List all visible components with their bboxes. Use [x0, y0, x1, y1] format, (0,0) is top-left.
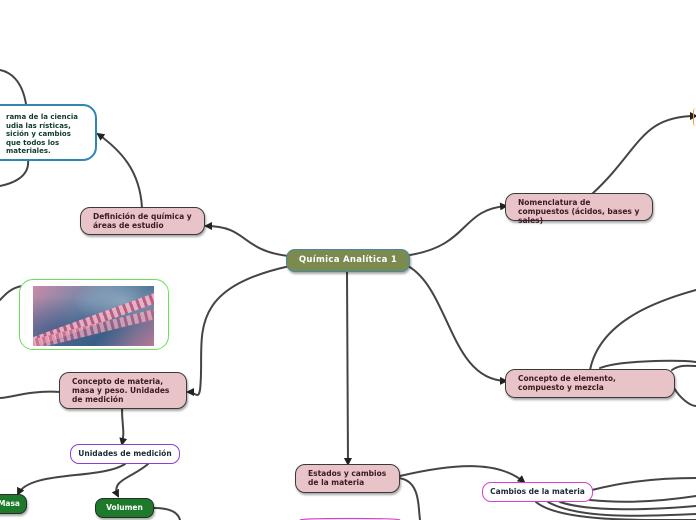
- topic-concepto-elemento-label: Concepto de elemento, compuesto y mezcla: [518, 374, 616, 392]
- edge-nomenclatura-top: [591, 112, 696, 195]
- topic-definicion-label: Definición de química y áreas de estudio: [93, 212, 192, 230]
- topic-concepto-materia[interactable]: Concepto de materia, masa y peso. Unidad…: [59, 372, 187, 409]
- edge-central-definicion: [204, 222, 289, 257]
- edge-cambios-r4: [547, 501, 696, 517]
- subtopic-cambios-label: Cambios de la materia: [490, 487, 585, 496]
- image-node[interactable]: [19, 279, 169, 350]
- edge-elemento-right1: [671, 364, 696, 371]
- edge-definicion-text: [96, 132, 143, 209]
- topic-estados[interactable]: Estados y cambios de la materia: [295, 464, 400, 493]
- definition-text: rama de la ciencia udia las rísticas, si…: [6, 113, 78, 156]
- edge-box-topleft: [0, 69, 27, 105]
- edge-unidades-masa: [17, 463, 126, 496]
- subtopic-cambios[interactable]: Cambios de la materia: [482, 482, 593, 502]
- leaf-masa-label: Masa: [0, 499, 20, 508]
- edge-elemento-right2: [673, 387, 696, 407]
- edge-cambios-r2: [589, 495, 696, 503]
- dna-helix-image: [33, 286, 154, 346]
- topic-definicion[interactable]: Definición de química y áreas de estudio: [80, 207, 205, 235]
- edge-estados-cambios: [399, 465, 526, 484]
- subtopic-unidades[interactable]: Unidades de medición: [70, 444, 180, 464]
- central-topic[interactable]: Química Analítica 1: [286, 249, 410, 272]
- edge-unidades-volumen: [111, 463, 149, 498]
- definition-text-box[interactable]: rama de la ciencia udia las rísticas, si…: [0, 104, 97, 161]
- topic-nomenclatura[interactable]: Nomenclatura de compuestos (ácidos, base…: [505, 193, 653, 225]
- edge-box-bottomleft: [0, 159, 30, 187]
- leaf-volumen-label: Volumen: [106, 503, 143, 512]
- partial-topright-node: [693, 108, 696, 126]
- edge-central-elemento: [407, 265, 508, 385]
- topic-concepto-materia-label: Concepto de materia, masa y peso. Unidad…: [72, 377, 170, 404]
- partial-bottom-node: [299, 517, 401, 520]
- edge-materia-unidades: [119, 407, 128, 446]
- edge-cambios-r5: [535, 501, 696, 520]
- edge-estados-down: [397, 477, 421, 520]
- edge-cambios-r3: [559, 501, 696, 511]
- edge-central-materia: [186, 265, 291, 397]
- topic-estados-label: Estados y cambios de la materia: [308, 469, 387, 487]
- leaf-volumen[interactable]: Volumen: [95, 498, 154, 518]
- edge-materia-left: [0, 390, 61, 399]
- leaf-masa[interactable]: Masa: [0, 494, 27, 514]
- topic-concepto-elemento[interactable]: Concepto de elemento, compuesto y mezcla: [505, 369, 675, 398]
- central-topic-label: Química Analítica 1: [298, 255, 398, 265]
- edge-elemento-up: [589, 289, 696, 371]
- subtopic-unidades-label: Unidades de medición: [78, 449, 172, 458]
- topic-nomenclatura-label: Nomenclatura de compuestos (ácidos, base…: [518, 198, 640, 225]
- edge-cambios-r1: [591, 477, 696, 491]
- edge-central-estados: [343, 271, 352, 466]
- edge-volumen-down: [153, 507, 181, 520]
- edge-elemento-right3: [599, 359, 696, 369]
- edge-central-nomenclatura: [409, 202, 508, 256]
